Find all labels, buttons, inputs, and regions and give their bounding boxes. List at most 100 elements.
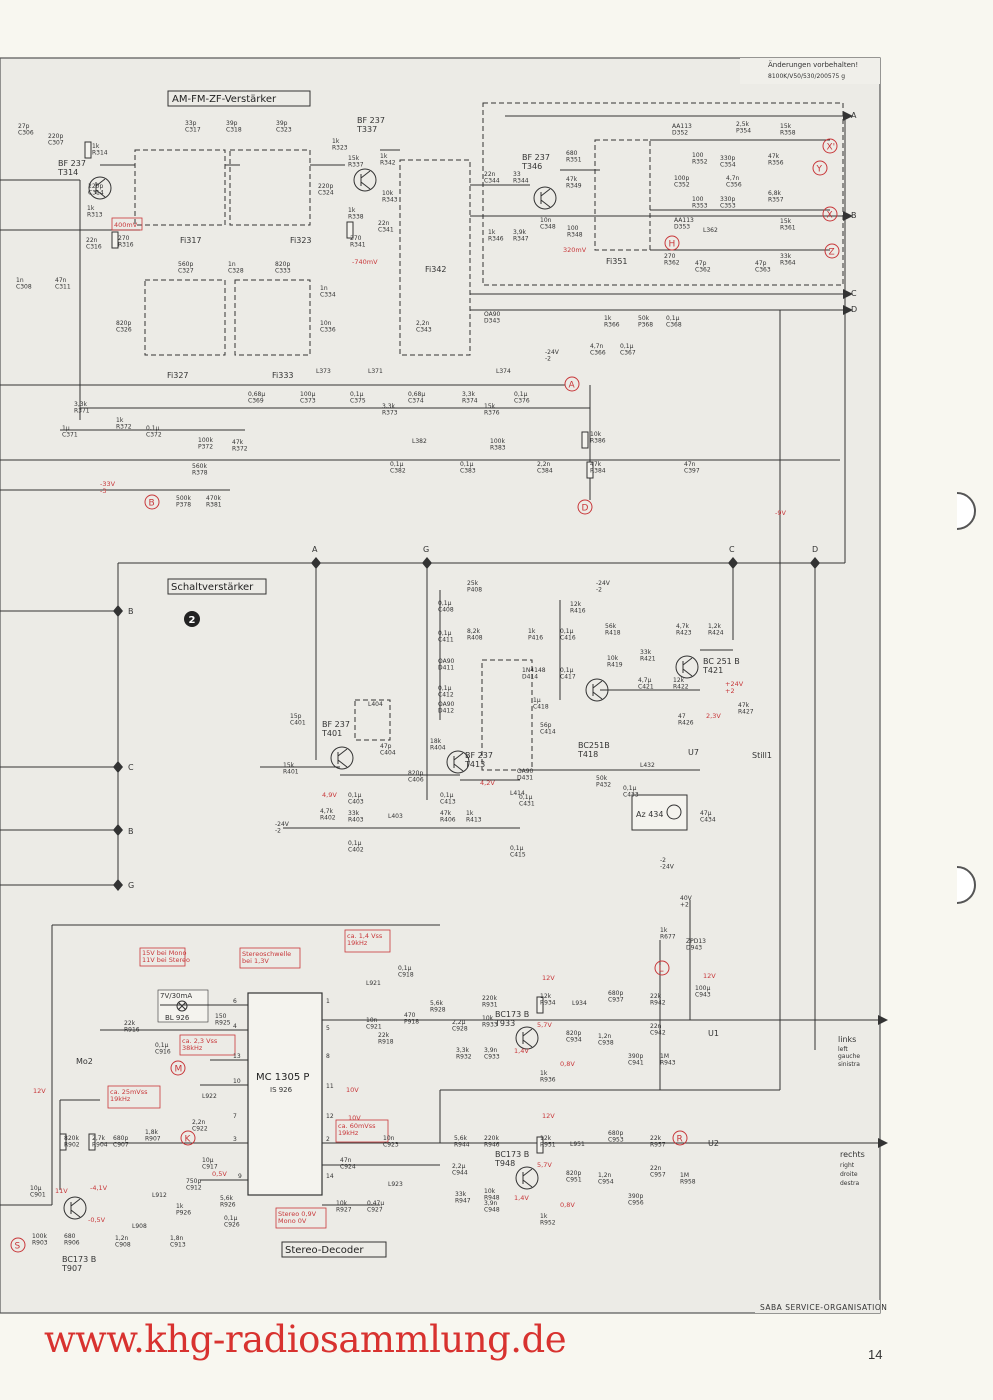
annotation-v41: -4,1V <box>90 1184 108 1192</box>
label-l414: L414 <box>510 790 525 797</box>
annotation-v12c: 12V <box>542 1112 555 1120</box>
bus-junction-icon <box>113 824 123 836</box>
arrow-icon <box>878 1138 888 1148</box>
label-fi351: Fi351 <box>606 257 628 266</box>
label-pin11: 11 <box>326 1083 334 1090</box>
test-point-z-label: Z <box>829 248 835 258</box>
label-l374: L374 <box>496 368 511 375</box>
bus-junction-icon <box>810 557 820 569</box>
section-number-badge: 2 <box>184 611 200 627</box>
annotation-v05a: -0,5V <box>88 1216 106 1224</box>
lamp-icon <box>176 1000 188 1012</box>
annotation-v05b: 0,5V <box>212 1170 227 1178</box>
label-pin1: 1 <box>326 998 330 1005</box>
shield-box <box>594 139 651 251</box>
test-point-r-label: R <box>677 1135 683 1145</box>
label-mo2: Mo2 <box>76 1057 93 1066</box>
arrow-icon <box>843 211 853 221</box>
label-fi333: Fi333 <box>272 371 294 380</box>
arrow-icon <box>843 111 853 121</box>
ic-name: MC 1305 P <box>256 1072 309 1083</box>
label-l403: L403 <box>388 813 403 820</box>
annotation-v9: -9V <box>775 509 786 517</box>
annotation-v24p: +24V+2 <box>725 680 744 695</box>
if-amplifier-title: AM-FM-ZF-Verstärker <box>172 94 277 105</box>
annotation-v12b: 12V <box>542 974 555 982</box>
annotation-box <box>275 1207 327 1229</box>
transistor-icon <box>63 1196 87 1220</box>
label-busa2: A <box>312 545 318 554</box>
transistor-icon <box>88 176 112 200</box>
shield-box <box>134 149 226 226</box>
annotation-mv740: -740mV <box>352 258 378 266</box>
label-pin5: 5 <box>326 1025 330 1032</box>
label-v24e: -24V-2 <box>596 580 611 594</box>
bus-junction-icon <box>422 557 432 569</box>
section-if-amplifier-title: AM-FM-ZF-Verstärker <box>167 90 311 107</box>
test-point-b-label: B <box>149 499 155 509</box>
label-busg: G <box>423 545 429 554</box>
header-notice-text: Änderungen vorbehalten! <box>768 60 858 69</box>
label-l908: L908 <box>132 1223 147 1230</box>
annotation-box <box>111 217 143 231</box>
shield-box <box>354 699 391 741</box>
annotation-box <box>107 1085 161 1109</box>
test-point-y-icon <box>812 160 828 176</box>
label-pin12: 12 <box>326 1113 334 1120</box>
transistor-icon <box>585 678 609 702</box>
annotation-v10a: 10V <box>346 1086 359 1094</box>
label-pin14: 14 <box>326 1173 334 1180</box>
test-point-r-icon <box>672 1130 688 1146</box>
